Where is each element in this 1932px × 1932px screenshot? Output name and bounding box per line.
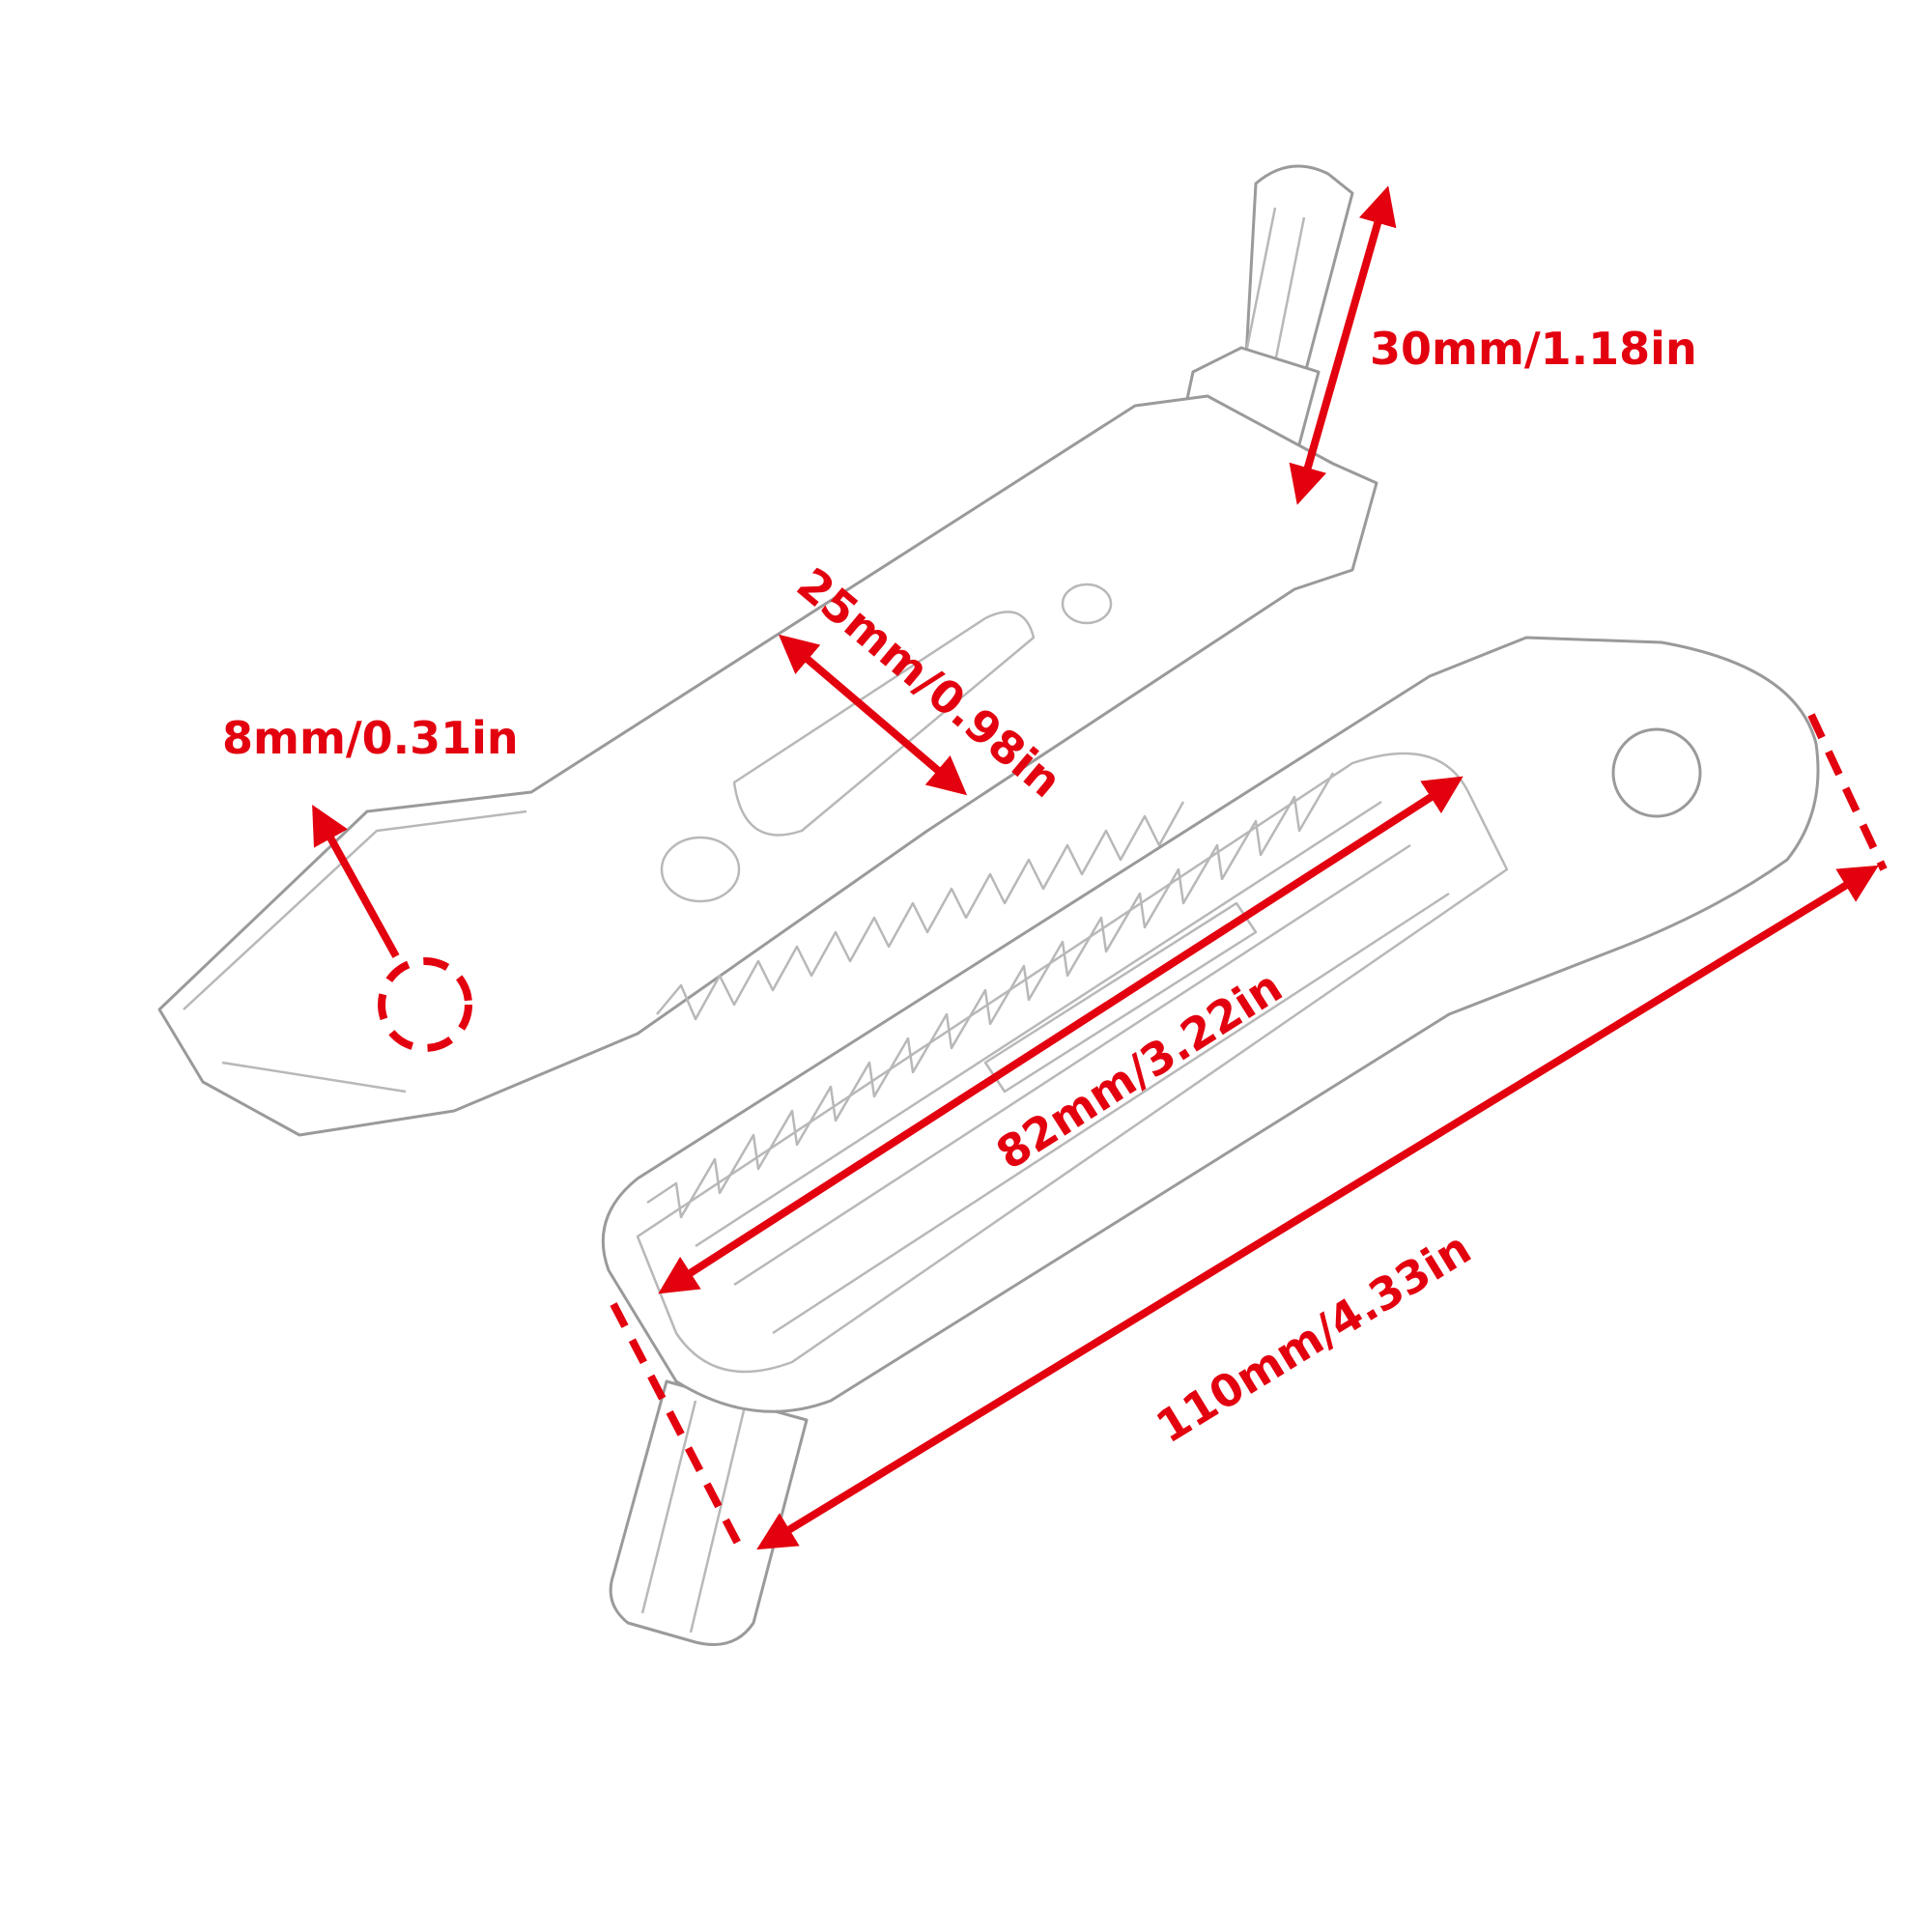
total-length-extension-left — [610, 1302, 743, 1548]
total-length-label: 110mm/4.33in — [1148, 1222, 1480, 1454]
upper-peg-body — [157, 394, 1378, 1137]
hole-diameter-label: 8mm/0.31in — [222, 712, 519, 764]
hole-diameter-arrow — [312, 805, 400, 958]
pin-length-label: 30mm/1.18in — [1370, 323, 1697, 375]
hole-diameter-circle — [378, 957, 472, 1052]
width-arrow — [778, 634, 968, 796]
pin-length-arrow — [1289, 185, 1397, 505]
total-length-extension-right — [1807, 713, 1888, 871]
lower-peg-mounting-hole — [1611, 727, 1702, 818]
total-length-arrow — [756, 865, 1879, 1550]
lower-peg-pin — [609, 1379, 809, 1646]
